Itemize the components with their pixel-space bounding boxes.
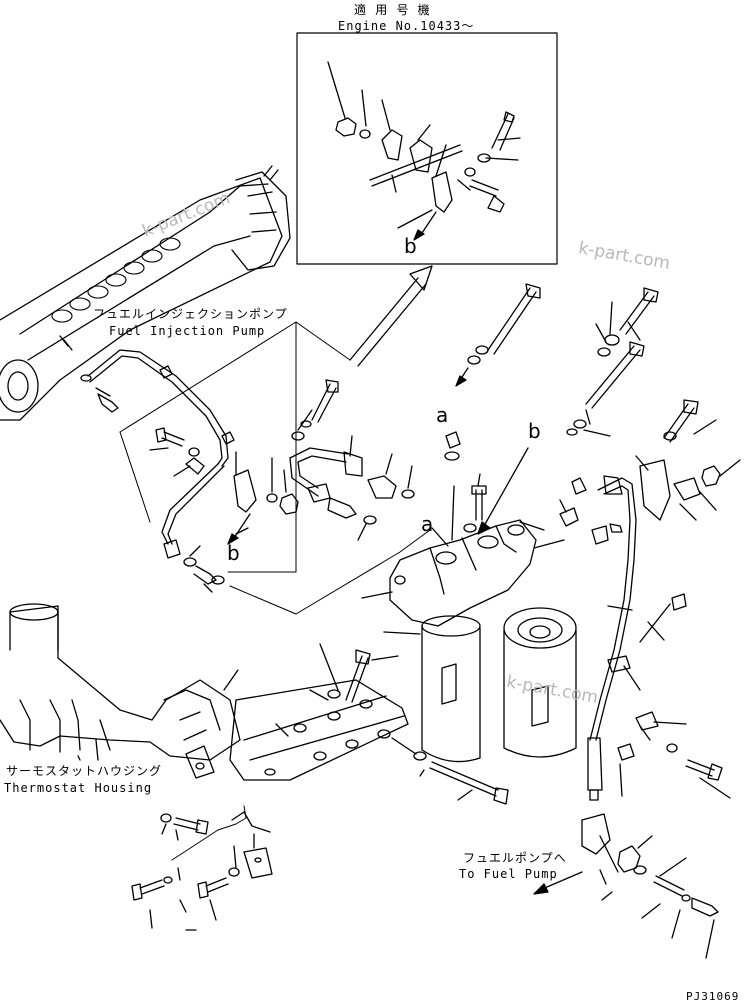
long-bolt-a [444, 283, 541, 461]
fuel-pipe-left [80, 349, 235, 585]
fuel-pipe-right [559, 399, 741, 855]
inset-detail [296, 32, 558, 265]
clamp-group [149, 379, 339, 593]
thermostat-housing-drawing [0, 603, 241, 761]
return-pipe-fittings [289, 435, 415, 541]
fuel-injection-pump-drawing [0, 165, 291, 421]
callout-b-main: b [227, 541, 240, 565]
fuel-injection-pump-label-en: Fuel Injection Pump [109, 324, 266, 338]
fuel-pump-fittings [533, 835, 719, 959]
thermostat-housing-label-en: Thermostat Housing [4, 781, 153, 795]
to-fuel-pump-label-en: To Fuel Pump [459, 867, 558, 881]
fuel-filter-assembly [361, 473, 577, 763]
thermostat-housing-label-jp: サーモスタットハウジング [6, 764, 163, 778]
inset-title-en: Engine No.10433～ [338, 19, 475, 33]
group-boundary [119, 321, 431, 615]
lower-left-fasteners [131, 805, 273, 931]
arrow-b-right [431, 447, 529, 547]
callout-b-right: b [528, 419, 541, 443]
callout-a-center: a [421, 512, 434, 536]
bracket-assembly [185, 643, 509, 805]
to-fuel-pump-label-jp: フュエルポンプへ [463, 851, 567, 865]
inset-title-jp: 適 用 号 機 [354, 3, 431, 17]
callout-b-inset: b [404, 234, 417, 258]
drawing-code: PJ31069 [686, 990, 740, 1003]
callout-a-right: a [436, 403, 449, 427]
inset-pointer-arrow [349, 265, 433, 367]
long-bolt-b [566, 287, 659, 436]
fuel-injection-pump-label-jp: フュエルインジェクションポンプ [93, 307, 288, 321]
